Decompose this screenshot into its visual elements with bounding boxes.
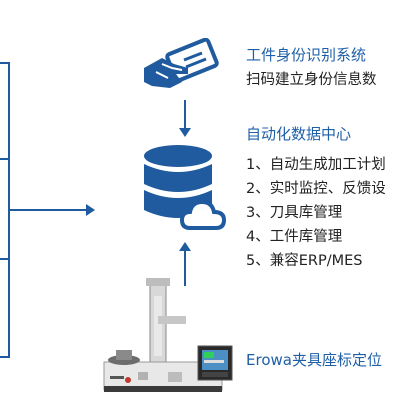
left-bracket-tick-upper	[0, 158, 10, 160]
workpiece-id-subtitle: 扫码建立身份信息数	[246, 72, 377, 88]
arrow-up-icon	[179, 242, 191, 251]
data-center-item-5: 5、兼容ERP/MES	[246, 253, 363, 269]
left-bracket-tick-bottom	[0, 356, 10, 358]
connector-machine-to-database	[184, 250, 186, 286]
left-bracket-tick-lower	[0, 258, 10, 260]
data-center-title: 自动化数据中心	[246, 125, 352, 143]
connector-id-to-database	[184, 100, 186, 130]
arrow-right-icon	[86, 204, 95, 216]
database-cloud-icon	[138, 142, 230, 242]
presetter-machine-image	[98, 276, 238, 400]
left-bracket-vertical	[8, 62, 10, 358]
data-center-item-4: 4、工件库管理	[246, 229, 343, 245]
presetter-title: Erowa夹具座标定位	[246, 351, 382, 369]
data-center-item-2: 2、实时监控、反馈设	[246, 181, 386, 197]
workpiece-id-title: 工件身份识别系统	[246, 46, 367, 64]
arrow-down-icon	[179, 128, 191, 137]
data-center-item-3: 3、刀具库管理	[246, 205, 343, 221]
left-bracket-tick-top	[0, 62, 10, 64]
id-card-hand-icon	[140, 37, 222, 98]
connector-arrow-to-database	[10, 209, 88, 211]
data-center-item-1: 1、自动生成加工计划	[246, 157, 386, 173]
